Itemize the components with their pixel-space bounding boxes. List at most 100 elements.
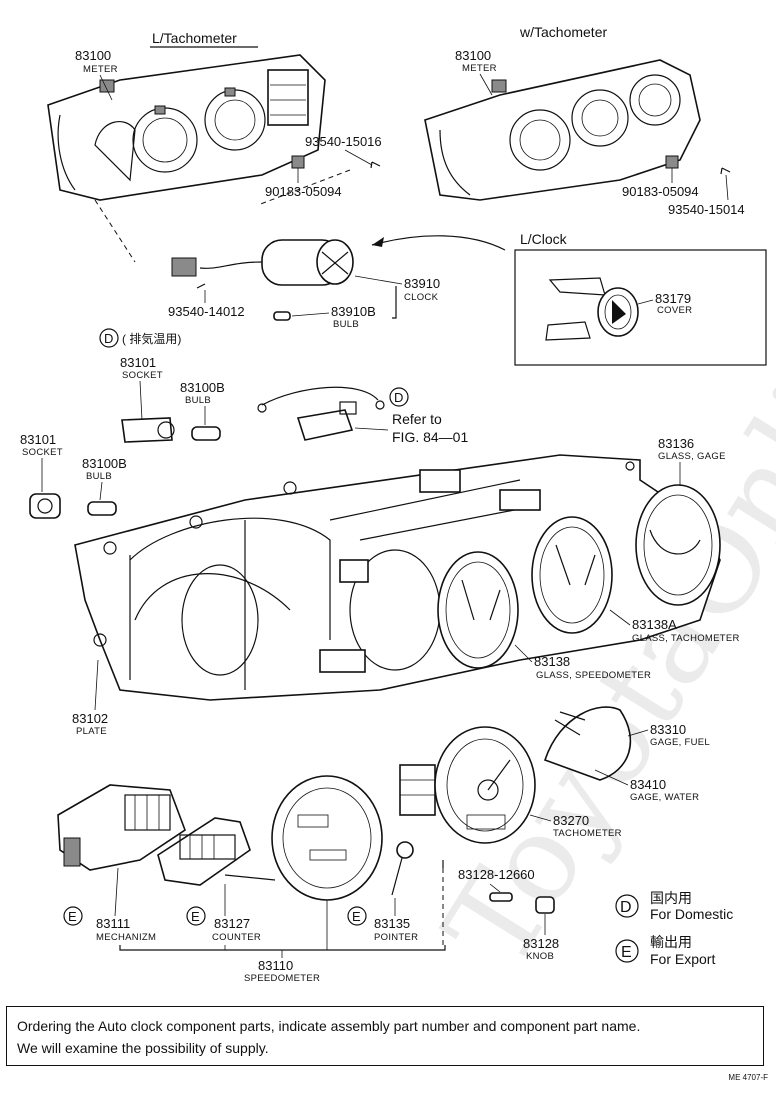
meter-right-number: 83100: [455, 48, 491, 63]
legend-d-jp: 国内用: [650, 890, 692, 906]
plate-name: PLATE: [76, 726, 107, 737]
screw-right-icon: [720, 167, 731, 175]
clip-left-number: 90183-05094: [265, 184, 342, 199]
legend-e-jp: 輸出用: [650, 934, 692, 950]
mechanism-name: MECHANIZM: [96, 932, 156, 943]
d-marker-harness-letter: D: [394, 390, 403, 405]
header-l-clock: L/Clock: [520, 231, 568, 247]
meter-left-number: 83100: [75, 48, 111, 63]
bulb-b-number: 83100B: [82, 456, 127, 471]
screw-clock-icon: [196, 283, 206, 289]
bulb-a-name: BULB: [185, 395, 211, 406]
e-marker-pointer-letter: E: [352, 909, 361, 924]
tachometer-name: TACHOMETER: [553, 828, 622, 839]
meter-left-name: METER: [83, 64, 118, 75]
glass-speedo-name: GLASS, SPEEDOMETER: [536, 670, 651, 681]
counter-drawing: [157, 817, 276, 886]
meter-left-drawing: [47, 54, 326, 201]
knob-pin-number: 83128-12660: [458, 867, 535, 882]
bulb-a-number: 83100B: [180, 380, 225, 395]
clip-left-icon: [291, 155, 305, 169]
plate-number: 83102: [72, 711, 108, 726]
screw-clock-number: 93540-14012: [168, 304, 245, 319]
speedometer-name: SPEEDOMETER: [244, 973, 320, 984]
knob-number: 83128: [523, 936, 559, 951]
e-marker-mechanism: [63, 906, 83, 926]
refer-line2: FIG. 84—01: [392, 429, 468, 445]
mechanism-drawing: [57, 784, 186, 871]
legend-e-en: For Export: [650, 951, 715, 967]
knob-pin-drawing: [442, 860, 555, 914]
meter-right-drawing: [424, 59, 701, 201]
l-clock-box: [514, 249, 767, 366]
bulb-b-icon: [87, 501, 117, 516]
legend-d-marker: [615, 894, 639, 918]
screw-left-number: 93540-15016: [305, 134, 382, 149]
clock-name: CLOCK: [404, 292, 439, 303]
gage-water-name: GAGE, WATER: [630, 792, 699, 803]
clock-bulb-number: 83910B: [331, 304, 376, 319]
glass-tacho-name: GLASS, TACHOMETER: [632, 633, 740, 644]
e-marker-counter: [186, 906, 206, 926]
ordering-note: Ordering the Auto clock component parts,…: [6, 1006, 764, 1066]
tachometer-number: 83270: [553, 813, 589, 828]
screw-left-icon: [370, 161, 381, 169]
counter-name: COUNTER: [212, 932, 261, 943]
clip-right-number: 90183-05094: [622, 184, 699, 199]
clock-drawing: [171, 239, 354, 286]
bulb-b-name: BULB: [86, 471, 112, 482]
note-line2: We will examine the possibility of suppl…: [17, 1040, 269, 1056]
clip-right-icon: [665, 155, 679, 169]
socket-a-drawing: [121, 417, 175, 443]
legend-e-letter: E: [621, 944, 632, 961]
glass-gage-number: 83136: [658, 436, 694, 451]
d-marker-top: [99, 328, 119, 348]
speedometer-drawing: [271, 775, 383, 901]
socket-a-name: SOCKET: [122, 370, 163, 381]
gage-fuel-number: 83310: [650, 722, 686, 737]
speedometer-number: 83110: [258, 958, 293, 973]
mechanism-number: 83111: [96, 916, 130, 931]
e-marker-counter-letter: E: [191, 909, 200, 924]
glass-tacho-number: 83138A: [632, 617, 677, 632]
gage-fuel-name: GAGE, FUEL: [650, 737, 710, 748]
cover-number: 83179: [655, 291, 691, 306]
clock-bulb-icon: [273, 311, 291, 321]
legend-d-letter: D: [620, 899, 632, 916]
socket-b-number: 83101: [20, 432, 56, 447]
socket-a-number: 83101: [120, 355, 156, 370]
gage-water-number: 83410: [630, 777, 666, 792]
glass-speedometer-drawing: [437, 551, 519, 669]
pointer-name: POINTER: [374, 932, 418, 943]
e-marker-pointer: [347, 906, 367, 926]
d-marker-harness: [389, 387, 409, 407]
legend-d-en: For Domestic: [650, 906, 733, 922]
reference-code: ME 4707-F: [728, 1073, 768, 1082]
d-marker-top-letter: D: [104, 331, 113, 346]
tachometer-drawing: [399, 726, 536, 844]
parts-diagram: ToyotaOnline.ru L/Tachometer w/Tachomete…: [20, 24, 776, 991]
d-note: ( 排気温用): [122, 331, 181, 346]
bulb-a-icon: [191, 426, 221, 441]
e-marker-mechanism-letter: E: [68, 909, 77, 924]
pointer-drawing: [391, 841, 414, 896]
plate-drawing: [74, 454, 721, 701]
glass-tachometer-drawing: [531, 516, 613, 634]
clock-number: 83910: [404, 276, 440, 291]
header-w-tachometer: w/Tachometer: [519, 24, 607, 40]
glass-speedo-number: 83138: [534, 654, 570, 669]
socket-b-drawing: [29, 493, 61, 519]
refer-line1: Refer to: [392, 411, 442, 427]
note-line1: Ordering the Auto clock component parts,…: [17, 1018, 641, 1034]
harness-drawing: [257, 386, 385, 441]
socket-b-name: SOCKET: [22, 447, 63, 458]
header-l-tachometer: L/Tachometer: [152, 30, 237, 46]
counter-number: 83127: [214, 916, 250, 931]
cover-drawing: [545, 277, 639, 341]
pointer-number: 83135: [374, 916, 410, 931]
screw-right-number: 93540-15014: [668, 202, 745, 217]
legend-e-marker: [615, 939, 639, 963]
clock-bulb-name: BULB: [333, 319, 359, 330]
cover-name: COVER: [657, 305, 692, 316]
gage-fuel-drawing: [543, 706, 632, 781]
